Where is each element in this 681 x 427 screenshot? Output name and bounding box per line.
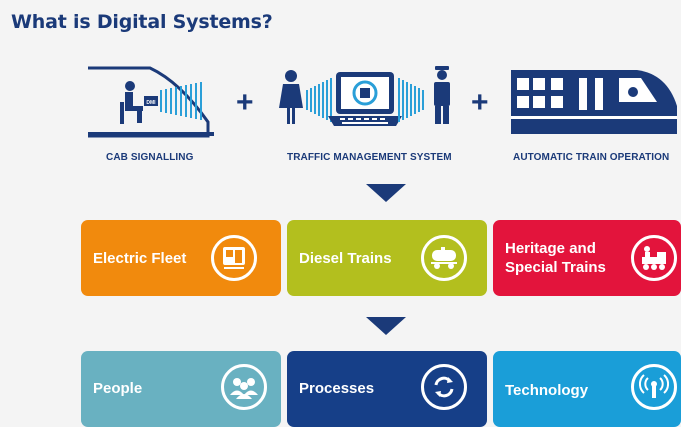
tile-label-line: Special Trains [505,259,606,276]
caption-traffic-management: TRAFFIC MANAGEMENT SYSTEM [287,152,452,163]
down-arrow [366,184,406,202]
tile-diesel-trains: Diesel Trains [287,220,487,296]
traffic-management-illustration [279,66,450,126]
cycle-arrows-icon [421,364,467,410]
driver-figure [120,81,143,124]
down-arrow [366,317,406,335]
tile-people: People [81,351,281,427]
tile-electric-fleet: Electric Fleet [81,220,281,296]
tile-technology: Technology [493,351,681,427]
tile-label-line: Heritage and [505,240,596,257]
tile-label: Technology [505,382,589,399]
cab-signalling-illustration: DMI [88,66,214,138]
tile-processes: Processes [287,351,487,427]
tile-label: Processes [299,380,375,397]
tanker-wagon-icon [421,235,467,281]
tile-label: Electric Fleet [93,250,187,267]
plus-sign: + [471,86,489,119]
tile-heritage-special-trains: Heritage and Special Trains [493,220,681,296]
dmi-screen [144,96,158,106]
signal-beam [160,82,202,120]
steam-locomotive-icon [631,235,677,281]
right-beam [398,78,424,122]
woman-figure [279,70,303,124]
wireless-signal-icon [631,364,677,410]
page-title: What is Digital Systems? [11,11,273,33]
laptop-icon [328,72,402,126]
left-beam [306,78,332,122]
electric-train-icon [211,235,257,281]
people-group-icon [221,364,267,410]
automatic-train-illustration [511,70,677,134]
caption-automatic-train-operation: AUTOMATIC TRAIN OPERATION [513,152,670,163]
tile-label: People [93,380,143,397]
tile-label: Diesel Trains [299,250,392,267]
plus-sign: + [236,86,254,119]
train-windows [517,78,657,110]
dmi-screen-text: DMI [146,100,156,106]
guard-figure [434,66,450,124]
caption-cab-signalling: CAB SIGNALLING [106,152,194,163]
